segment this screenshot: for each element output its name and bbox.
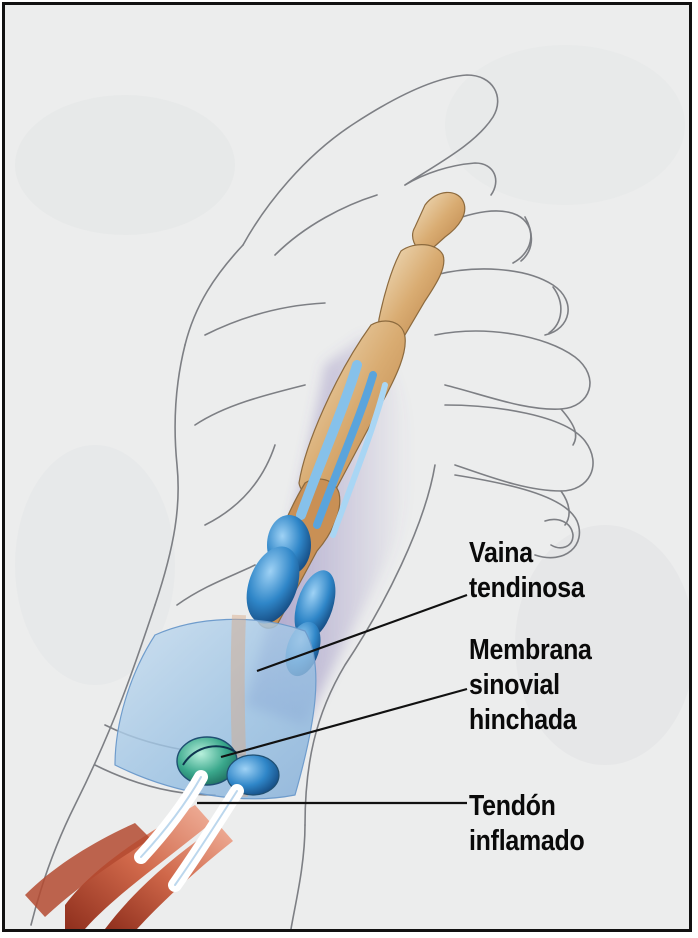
label-inflamed-tendon-line2: inflamado — [469, 825, 585, 857]
tendons — [296, 360, 388, 538]
paper-texture — [15, 45, 689, 765]
label-synovial-membrane-line1: Membrana — [469, 634, 592, 666]
label-tendon-sheath-line1: Vaina — [469, 537, 533, 569]
label-tendon-sheath-line2: tendinosa — [469, 572, 585, 604]
pointer-line-sheath — [256, 593, 468, 673]
pointer-line-membrane — [220, 687, 468, 759]
label-inflamed-tendon-line1: Tendón — [469, 790, 556, 822]
label-synovial-membrane-line3: hinchada — [469, 704, 577, 736]
forearm-tendons — [134, 770, 244, 892]
hand-anatomy-illustration — [15, 45, 689, 929]
label-inflamed-tendon: Tendón inflamado — [469, 789, 585, 859]
distal-phalanx — [412, 191, 466, 256]
label-synovial-membrane: Membrana sinovial hinchada — [469, 633, 592, 738]
label-synovial-membrane-line2: sinovial — [469, 669, 560, 701]
forearm-muscles — [25, 805, 233, 929]
pointer-lines — [197, 593, 468, 805]
label-tendon-sheath: Vaina tendinosa — [469, 536, 585, 606]
tendon-sheath — [114, 618, 317, 800]
